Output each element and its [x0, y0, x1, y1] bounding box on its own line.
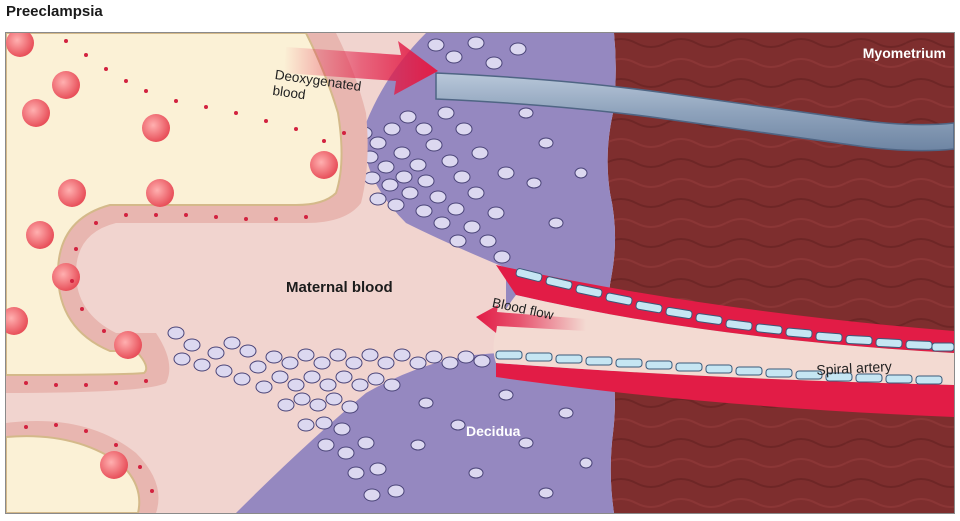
decidua-region [236, 33, 616, 513]
villus-capillary-dots [24, 39, 346, 493]
blood-flow-arrow [476, 305, 586, 333]
myometrium-label: Myometrium [862, 45, 946, 61]
preeclampsia-illustration [6, 33, 954, 513]
decidua-label: Decidua [466, 423, 521, 439]
trophoblast-cluster-lower [167, 326, 593, 502]
villus-upper [6, 33, 343, 377]
spiral-artery-endothelium [495, 268, 954, 385]
figure-frame: Deoxygenated blood Maternal blood Blood … [5, 32, 955, 514]
deoxygenated-blood-arrow [284, 41, 438, 95]
page-title: Preeclampsia [6, 3, 103, 20]
maternal-blood-label: Maternal blood [286, 279, 393, 296]
fetal-red-blood-cells [6, 33, 338, 479]
uterine-vein [435, 72, 954, 152]
